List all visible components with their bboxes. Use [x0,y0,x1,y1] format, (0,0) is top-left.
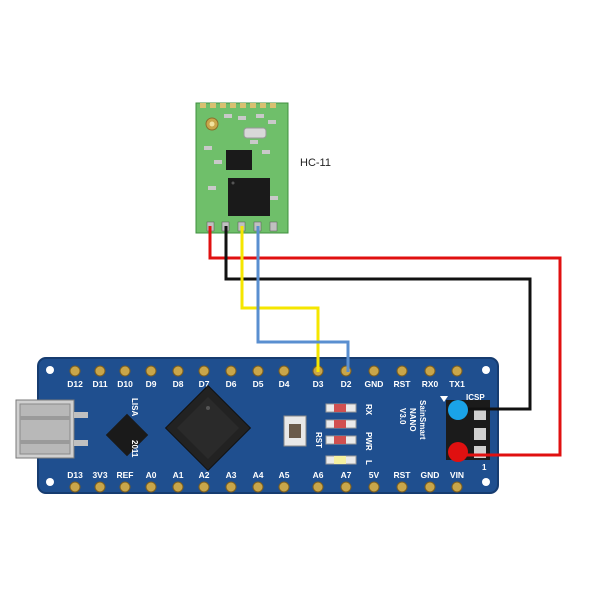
wire-blue [256,226,350,372]
silk-year: 2011 [130,440,139,458]
mount-hole-tr [482,366,490,374]
arduino-nano-board: D12 D11 D10 D9 D8 D7 D6 D5 D4 D3 D2 GND … [15,357,499,494]
wire-black [224,226,532,411]
silk-model: NANO [408,408,417,432]
hc11-small-chip [226,150,252,170]
pin-label-bottom: VIN [450,470,464,480]
mount-hole-tl [46,366,54,374]
pin-label-top: TX1 [449,379,465,389]
onboard-leds [325,403,357,465]
bottom-pin-pads [69,481,463,493]
pin-label-bottom: A7 [341,470,352,480]
pin-label-bottom: D13 [67,470,83,480]
pin-label-bottom: A0 [146,470,157,480]
pin-label-bottom: 3V3 [92,470,107,480]
pin-label-top: D12 [67,379,83,389]
pin-label-top: D4 [279,379,290,389]
pin-label-bottom: A6 [313,470,324,480]
pin-label-top: D7 [199,379,210,389]
silk-version: V3.0 [398,408,407,425]
silk-one: 1 [482,463,487,472]
hc11-top-pads [200,103,276,108]
pin-label-top: D5 [253,379,264,389]
pin-label-top: RX0 [422,379,439,389]
pin-label-bottom: A5 [279,470,290,480]
pin-label-top: D11 [92,379,107,389]
mount-hole-br [482,478,490,486]
pin-label-bottom: A2 [199,470,210,480]
silk-icsp: ICSP [466,393,485,402]
silk-rst: RST [314,432,323,448]
pin-label-top: D2 [341,379,352,389]
pin-label-bottom: A4 [253,470,264,480]
bottom-pin-labels: D13 3V3 REF A0 A1 A2 A3 A4 A5 A6 A7 5V R… [67,470,464,480]
top-pin-pads [69,365,463,377]
wire-yellow [240,226,320,372]
hc11-module: HC-11 [195,102,331,234]
mini-usb-connector [15,399,88,459]
pin-label-bottom: GND [421,470,440,480]
icsp-marker-blue [448,400,468,420]
icsp-marker-red [448,442,468,462]
pin-label-top: GND [365,379,384,389]
top-pin-labels: D12 D11 D10 D9 D8 D7 D6 D5 D4 D3 D2 GND … [67,379,465,389]
atmega-chip [164,384,252,472]
hc11-label: HC-11 [300,157,331,169]
hc11-main-chip [228,178,270,216]
pin-label-top: D9 [146,379,157,389]
hc11-smd-components [204,114,278,200]
silk-brand: SainSmart [418,400,427,440]
pin-label-top: D8 [173,379,184,389]
pin-label-bottom: RST [394,470,412,480]
pin-label-top: D6 [226,379,237,389]
pin-label-bottom: 5V [369,470,380,480]
hc11-crystal [243,127,267,139]
silk-pwr: PWR [364,432,373,451]
reset-button[interactable] [283,415,307,447]
silk-rx: RX [364,404,373,416]
pin-label-bottom: A1 [173,470,184,480]
mount-hole-bl [46,478,54,486]
pin-label-top: D3 [313,379,324,389]
icsp-pin1-marker [440,396,448,402]
pin-label-top: RST [394,379,412,389]
wires [208,226,562,457]
pin-label-bottom: A3 [226,470,237,480]
wire-red [208,226,562,457]
silk-l: L [364,460,373,465]
pin-label-top: D10 [117,379,133,389]
usb-serial-chip [105,413,149,457]
silk-lisa: LISA [130,398,139,416]
pin-label-bottom: REF [117,470,134,480]
